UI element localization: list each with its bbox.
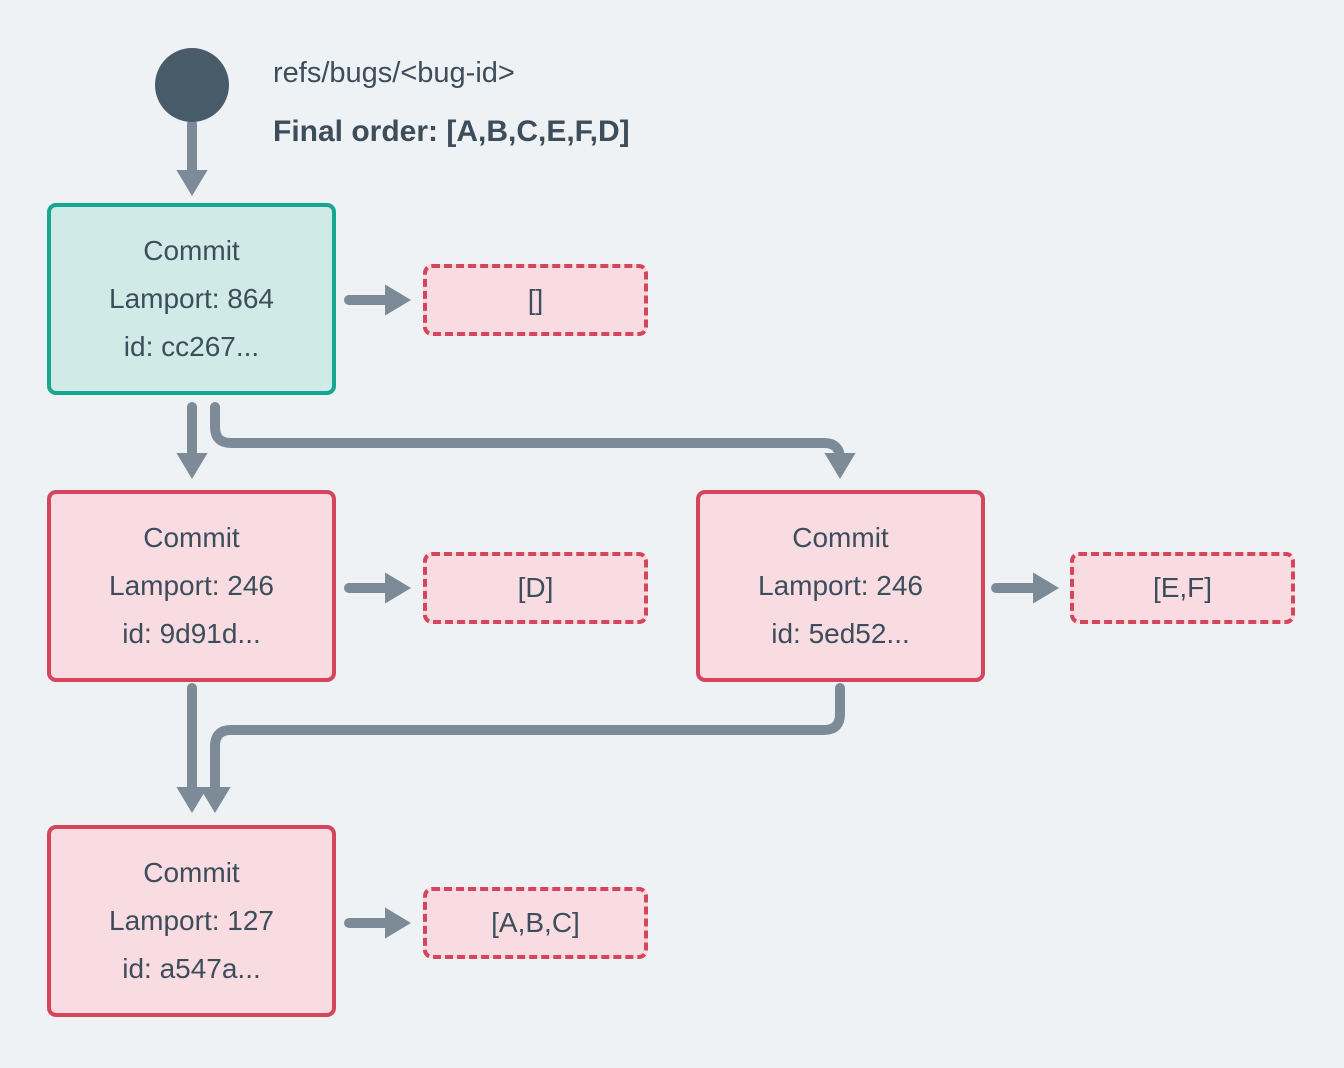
commit-title: Commit xyxy=(143,522,240,553)
commit-node-right: Commit Lamport: 246 id: 5ed52... xyxy=(696,490,985,682)
commit-node-root: Commit Lamport: 864 id: cc267... xyxy=(47,203,336,395)
ops-box-bottom: [A,B,C] xyxy=(423,887,648,959)
ref-head-node xyxy=(155,48,229,122)
commit-lamport: Lamport: 246 xyxy=(109,570,274,601)
commit-node-bottom: Commit Lamport: 127 id: a547a... xyxy=(47,825,336,1017)
commit-title: Commit xyxy=(143,857,240,888)
commit-title: Commit xyxy=(143,235,240,266)
commit-lamport: Lamport: 127 xyxy=(109,905,274,936)
commit-id: id: cc267... xyxy=(123,331,260,362)
ops-box-left: [D] xyxy=(423,552,648,624)
ops-box-right: [E,F] xyxy=(1070,552,1295,624)
commit-lamport: Lamport: 864 xyxy=(109,283,274,314)
ops-list: [D] xyxy=(517,572,554,603)
commit-node-left: Commit Lamport: 246 id: 9d91d... xyxy=(47,490,336,682)
ops-list: [A,B,C] xyxy=(491,907,580,938)
ops-list: [] xyxy=(527,284,544,315)
commit-id: id: 5ed52... xyxy=(771,618,910,649)
commit-id: id: a547a... xyxy=(122,953,261,984)
final-order-label: Final order: [A,B,C,E,F,D] xyxy=(273,115,630,148)
commit-lamport: Lamport: 246 xyxy=(758,570,923,601)
edge-root-to-right xyxy=(210,402,856,479)
edge-right-to-bottom xyxy=(199,683,845,813)
ref-name-label: refs/bugs/<bug-id> xyxy=(273,57,515,89)
commit-id: id: 9d91d... xyxy=(122,618,261,649)
commit-title: Commit xyxy=(792,522,889,553)
ops-box-root: [] xyxy=(423,264,648,336)
ops-list: [E,F] xyxy=(1152,572,1213,603)
